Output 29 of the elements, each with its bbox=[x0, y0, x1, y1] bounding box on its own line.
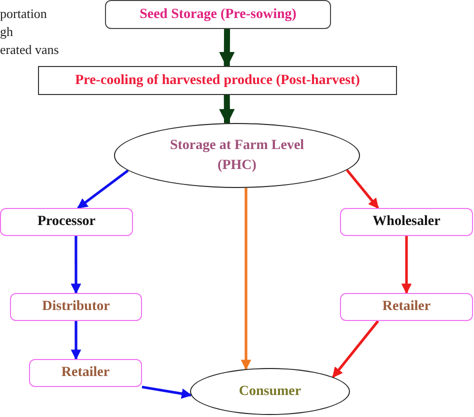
arrow bbox=[401, 236, 412, 294]
arrow bbox=[219, 94, 235, 125]
node-label: Storage at Farm Level (PHC) bbox=[168, 136, 306, 174]
note-text: erated vans bbox=[0, 42, 59, 58]
note-text: portation bbox=[0, 6, 47, 22]
arrow bbox=[70, 321, 82, 360]
arrow bbox=[240, 188, 252, 370]
process-box bbox=[0, 208, 133, 236]
arrow bbox=[346, 169, 380, 209]
node-label: Seed Storage (Pre-sowing) bbox=[140, 6, 296, 24]
arrow bbox=[332, 320, 380, 378]
node-label: Retailer bbox=[382, 298, 431, 316]
arrow bbox=[219, 28, 235, 68]
node-label: Processor bbox=[37, 213, 96, 232]
process-box bbox=[29, 359, 142, 387]
node-label: Distributor bbox=[42, 298, 110, 316]
node-label: Pre-cooling of harvested produce (Post-harvest) bbox=[75, 72, 360, 90]
process-box bbox=[340, 208, 473, 236]
note-text: gh bbox=[0, 24, 13, 40]
process-box bbox=[340, 293, 473, 321]
process-box bbox=[105, 0, 331, 29]
arrow bbox=[77, 170, 129, 210]
process-box bbox=[10, 293, 142, 321]
node-label: Wholesaler bbox=[372, 213, 440, 232]
node-label: Consumer bbox=[238, 382, 302, 401]
process-box bbox=[38, 66, 397, 95]
arrow bbox=[142, 386, 192, 399]
arrow bbox=[70, 236, 82, 294]
node-label: Retailer bbox=[61, 364, 110, 382]
